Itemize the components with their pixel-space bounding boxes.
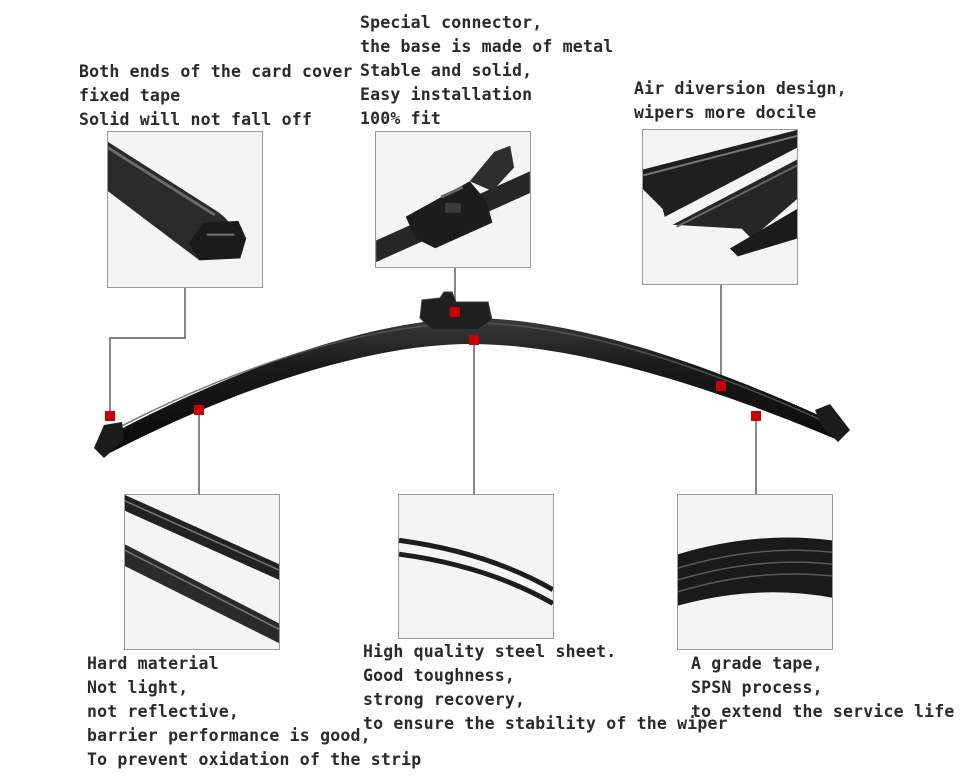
leader-end-caps: [109, 288, 186, 416]
callout-line: Easy installation: [360, 85, 533, 104]
marker-connector: [450, 307, 460, 317]
callout-line: Solid will not fall off: [79, 110, 313, 129]
wiper-blade: [94, 291, 850, 458]
callout-line: the base is made of metal: [360, 37, 614, 56]
markers: [105, 307, 761, 421]
callout-hard-material: Hard material Not light, not reflective,…: [87, 652, 421, 772]
panel-grade-tape: [677, 494, 833, 650]
leader-lines: [109, 268, 757, 495]
callout-line: Not light,: [87, 678, 189, 697]
panel-hard-material: [124, 494, 280, 650]
callout-line: strong recovery,: [363, 690, 526, 709]
callout-line: Both ends of the card cover: [79, 62, 353, 81]
panel-end-caps: [107, 131, 263, 288]
callout-line: to extend the service life: [691, 702, 955, 721]
callout-line: fixed tape: [79, 86, 181, 105]
marker-air-diversion: [716, 381, 726, 391]
callout-grade-tape: A grade tape, SPSN process, to extend th…: [691, 652, 954, 724]
callout-air-diversion: Air diversion design, wipers more docile: [634, 77, 847, 125]
callout-line: to ensure the stability of the wiper: [363, 714, 728, 733]
callout-line: Air diversion design,: [634, 79, 847, 98]
end-cap-closeup-image: [108, 132, 262, 287]
callout-line: not reflective,: [87, 702, 240, 721]
rubber-tape-image: [678, 495, 832, 649]
callout-line: Special connector,: [360, 13, 543, 32]
marker-hard-material: [194, 405, 204, 415]
callout-line: SPSN process,: [691, 678, 823, 697]
callout-steel-sheet: High quality steel sheet. Good toughness…: [363, 640, 728, 736]
callout-end-caps: Both ends of the card cover fixed tape S…: [79, 60, 353, 132]
spoiler-profile-image: [643, 130, 797, 284]
callout-line: To prevent oxidation of the strip: [87, 750, 422, 769]
callout-connector: Special connector, the base is made of m…: [360, 11, 613, 131]
connector-closeup-image: [376, 132, 530, 267]
callout-line: Stable and solid,: [360, 61, 533, 80]
callout-line: Hard material: [87, 654, 219, 673]
blade-left-end-cap: [94, 422, 124, 458]
callout-line: 100% fit: [360, 109, 442, 128]
callout-line: A grade tape,: [691, 654, 823, 673]
marker-grade-tape: [751, 411, 761, 421]
marker-end-caps: [105, 411, 115, 421]
panel-steel-sheet: [398, 494, 554, 639]
callout-line: High quality steel sheet.: [363, 642, 617, 661]
steel-sheet-image: [399, 495, 553, 638]
blade-right-end-cap: [815, 404, 850, 442]
callout-line: Good toughness,: [363, 666, 516, 685]
panel-air-diversion: [642, 129, 798, 285]
callout-line: barrier performance is good,: [87, 726, 371, 745]
blade-body: [100, 318, 840, 456]
marker-steel-sheet: [469, 335, 479, 345]
callout-line: wipers more docile: [634, 103, 817, 122]
panel-connector: [375, 131, 531, 268]
frame-strip-image: [125, 495, 279, 649]
